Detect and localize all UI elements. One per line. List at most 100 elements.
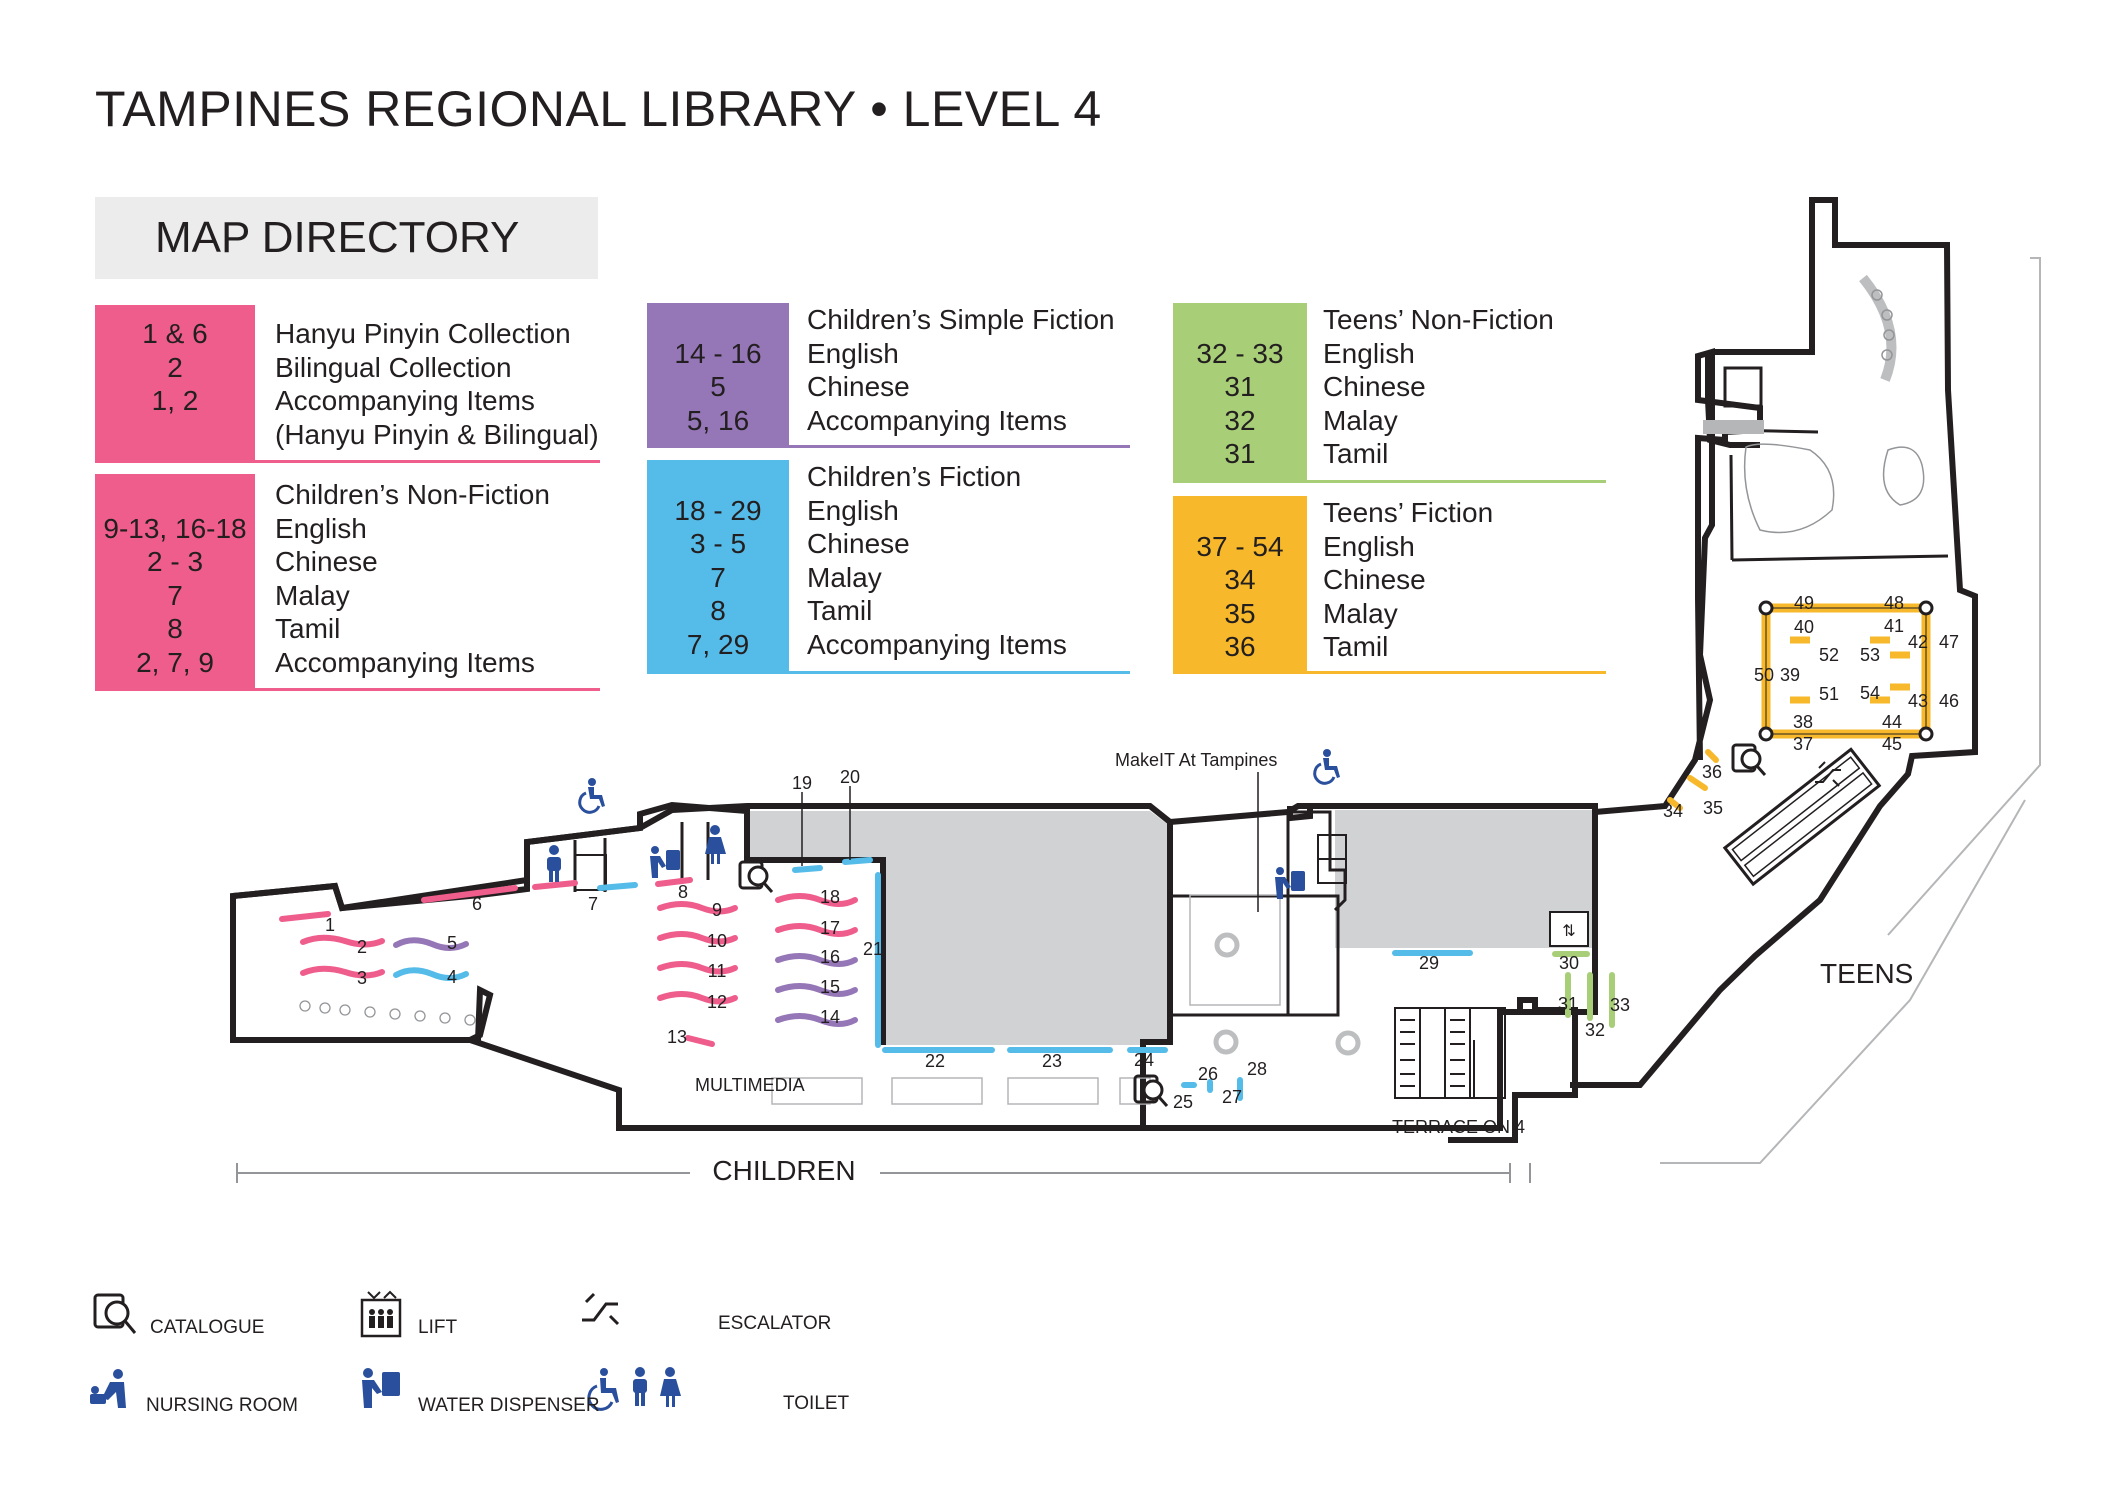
zone-multimedia: MULTIMEDIA: [695, 1075, 805, 1095]
directory-card-teens-nonfiction: 32 - 33 31 32 31 Teens’ Non-Fiction Engl…: [1173, 303, 1606, 483]
map-directory-heading-text: MAP DIRECTORY: [155, 213, 520, 262]
shelf-label: 23: [1042, 1051, 1062, 1071]
shelf-label: 7: [588, 894, 598, 914]
shelf-label: 12: [707, 992, 727, 1012]
legend-lift: LIFT: [418, 1317, 458, 1338]
wheelchair-icon: [1313, 749, 1340, 785]
shelf-label: 52: [1819, 645, 1839, 665]
card-codes: 9-13, 16-18 2 - 3 7 8 2, 7, 9: [95, 474, 255, 691]
shelf-label: 43: [1908, 691, 1928, 711]
card-label: Teens’ Fiction: [1323, 497, 1494, 528]
legend-catalogue: CATALOGUE: [150, 1317, 265, 1338]
escalator-icon: [582, 1292, 620, 1326]
card-label: Accompanying Items: [275, 385, 535, 416]
shelf-label: 30: [1559, 953, 1579, 973]
card-label: Bilingual Collection: [275, 351, 512, 383]
card-label: Accompanying Items: [275, 646, 535, 678]
card-label: Teens’ Non-Fiction: [1323, 304, 1554, 335]
code: 32: [1224, 404, 1256, 436]
card-label: Children’s Non-Fiction: [275, 479, 550, 510]
shelf-label: 13: [667, 1027, 687, 1047]
code: 34: [1224, 564, 1256, 595]
shelf-label: 28: [1247, 1059, 1267, 1079]
shelf-label: 21: [863, 939, 883, 959]
card-codes: 32 - 33 31 32 31: [1173, 303, 1307, 483]
shelf-label: 38: [1793, 712, 1813, 732]
shelf-label: 31: [1558, 994, 1578, 1014]
card-rule: [789, 445, 1130, 448]
shelf-label: 29: [1419, 953, 1439, 973]
map-icons: [547, 749, 1340, 899]
boundary-guides: [1660, 257, 2041, 1164]
toilet-icons: [587, 1367, 681, 1411]
card-label: Children’s Fiction: [807, 461, 1022, 492]
code: 1 & 6: [142, 318, 208, 349]
water-dispenser-icon: [1275, 867, 1305, 899]
code: 2: [167, 351, 183, 383]
code: 8: [167, 613, 183, 644]
card-label: Malay: [1323, 597, 1398, 629]
shelf-label: 3: [357, 968, 367, 988]
nursing-room-icon: [90, 1369, 126, 1408]
shelf-label: 5: [447, 933, 457, 953]
card-label: Tamil: [1323, 438, 1389, 469]
shelf-label: 9: [712, 900, 722, 920]
round-tables: [1213, 932, 1361, 1056]
directory-card-hanyu: 1 & 6 2 1, 2 Hanyu Pinyin Collection Bil…: [95, 305, 600, 463]
catalogue-icon: [93, 1293, 137, 1334]
card-rule: [255, 688, 600, 691]
shelf-label: 50: [1754, 665, 1774, 685]
legend-icons: [90, 1290, 681, 1411]
shelves: [279, 749, 1719, 1101]
shelf-label: 14: [820, 1007, 840, 1027]
shelf-label: 22: [925, 1051, 945, 1071]
shelf-label: 36: [1702, 762, 1722, 782]
card-label: Tamil: [807, 595, 873, 626]
card-label: Chinese: [275, 546, 378, 577]
counter: [1703, 420, 1764, 434]
zone-makeit: MakeIT At Tampines: [1115, 750, 1277, 770]
escalator-on-map: [1722, 747, 1882, 887]
card-label: Tamil: [275, 613, 341, 644]
card-label: Malay: [275, 579, 350, 611]
card-rule: [1307, 480, 1606, 483]
code: 14 - 16: [674, 337, 762, 369]
shelf-label: 2: [357, 937, 367, 957]
code: 31: [1224, 371, 1256, 402]
card-label: English: [807, 494, 899, 526]
stools-children: [299, 1000, 476, 1026]
shelf-label: 16: [820, 947, 840, 967]
code: 18 - 29: [674, 494, 762, 526]
shelf-label: 44: [1882, 712, 1902, 732]
card-label: Chinese: [807, 528, 910, 559]
shelf-label: 17: [820, 918, 840, 938]
shelf-label: 15: [820, 977, 840, 997]
toilet-box: [574, 854, 607, 891]
shelf-labels: 1 2 3 4 5 6 7 8 9 10 11 12 13 14 15 16 1…: [325, 593, 1959, 1112]
card-label: Children’s Simple Fiction: [807, 304, 1115, 335]
shelf-label: 8: [678, 882, 688, 902]
code: 3 - 5: [689, 528, 747, 559]
shelf-label: 11: [708, 961, 727, 981]
shelf-label: 26: [1198, 1064, 1218, 1084]
curved-seating: [1859, 274, 1897, 382]
card-label: Accompanying Items: [807, 404, 1067, 436]
legend-water-dispenser: WATER DISPENSER: [418, 1395, 600, 1416]
children-extent-line: [236, 1163, 1531, 1183]
shelf-label: 45: [1882, 734, 1902, 754]
wheelchair-icon: [578, 778, 605, 814]
card-label: English: [1323, 337, 1415, 369]
code: 35: [1224, 597, 1256, 629]
shelf-label: 6: [472, 894, 482, 914]
code: 37 - 54: [1196, 530, 1284, 562]
catalogue-icons: [738, 743, 1767, 1107]
zone-teens: TEENS: [1820, 958, 1913, 989]
shelf-label: 37: [1793, 734, 1813, 754]
legend-nursing-room: NURSING ROOM: [146, 1395, 298, 1416]
legend-toilet: TOILET: [783, 1393, 850, 1414]
shelf-label: 40: [1794, 617, 1814, 637]
card-rule: [1307, 671, 1606, 674]
page-title: TAMPINES REGIONAL LIBRARY • LEVEL 4: [95, 81, 1102, 137]
directory-card-children-simple: 14 - 16 5 5, 16 Children’s Simple Fictio…: [647, 303, 1130, 448]
